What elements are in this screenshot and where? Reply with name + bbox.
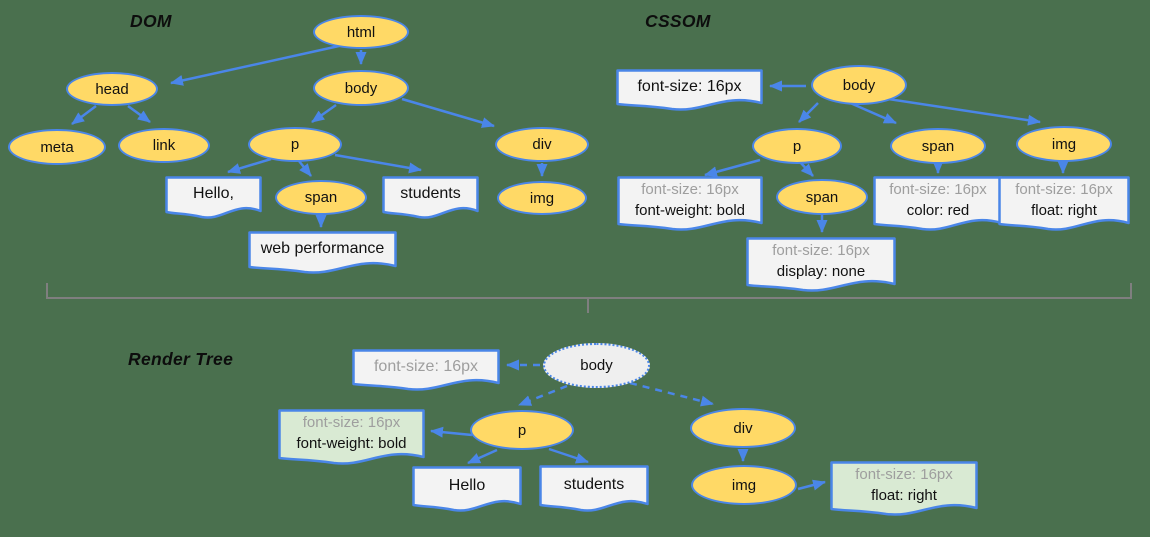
arrow-p-students xyxy=(334,153,422,174)
cssom-rule-img: font-size: 16px float: right xyxy=(998,176,1130,232)
render-text-hello-label: Hello xyxy=(448,476,486,494)
cssom-title: CSSOM xyxy=(645,11,711,31)
arrow-render-p-rule xyxy=(430,426,473,438)
render-node-div: div xyxy=(690,408,796,448)
arrow-render-body-p xyxy=(518,384,568,407)
render-text-students-label: students xyxy=(563,476,625,493)
cssom-node-img: img xyxy=(1016,126,1112,162)
dom-title: DOM xyxy=(130,11,172,31)
arrow-cssom-body-span xyxy=(847,100,897,125)
arrow-render-p-students xyxy=(548,447,589,464)
arrow-head-link xyxy=(127,104,151,124)
arrow-cssom-p-span xyxy=(799,161,814,177)
arrow-p-span xyxy=(298,160,312,177)
arrow-body-p xyxy=(311,103,337,124)
render-node-img: img xyxy=(691,465,797,505)
cssom-rule-span-child-line2: display: none xyxy=(776,262,866,280)
arrow-render-img-rule xyxy=(797,479,826,491)
dom-node-meta: meta xyxy=(8,129,106,165)
arrow-body-div xyxy=(401,97,495,128)
cssom-rule-body: font-size: 16px xyxy=(616,69,763,112)
render-text-hello: Hello xyxy=(412,466,522,513)
dom-node-head: head xyxy=(66,72,158,106)
cssom-rule-span-child-line1: font-size: 16px xyxy=(772,241,870,259)
dom-node-span: span xyxy=(275,180,367,215)
cssom-rule-img-line2: float: right xyxy=(1031,201,1097,219)
cssom-rule-span-line1: font-size: 16px xyxy=(889,180,987,198)
cssom-node-body: body xyxy=(811,65,907,105)
render-rule-body: font-size: 16px xyxy=(352,349,500,392)
dom-text-web-performance: web performance xyxy=(248,231,397,275)
render-rule-img-line2: float: right xyxy=(871,486,937,504)
cssom-node-span-child: span xyxy=(776,179,868,215)
render-rule-img: font-size: 16px float: right xyxy=(830,461,978,517)
arrow-render-body-div xyxy=(629,381,714,407)
cssom-rule-span: font-size: 16px color: red xyxy=(873,176,1003,232)
render-node-p: p xyxy=(470,410,574,450)
render-node-body: body xyxy=(543,343,650,388)
cssom-rule-img-line1: font-size: 16px xyxy=(1015,180,1113,198)
dom-text-hello-label: Hello, xyxy=(193,185,234,202)
cssom-rule-p-line1: font-size: 16px xyxy=(641,180,739,198)
render-text-students: students xyxy=(539,465,649,513)
cssom-rule-body-label: font-size: 16px xyxy=(637,77,742,95)
arrow-cssom-body-img xyxy=(887,97,1041,126)
render-tree-title: Render Tree xyxy=(128,349,234,369)
dom-node-html: html xyxy=(313,15,409,49)
arrow-render-p-hello xyxy=(467,448,498,465)
render-rule-body-label: font-size: 16px xyxy=(373,357,479,375)
cssom-node-span: span xyxy=(890,128,986,164)
render-rule-p-line2: font-weight: bold xyxy=(296,435,407,452)
dom-node-link: link xyxy=(118,128,210,163)
cssom-rule-p-line2: font-weight: bold xyxy=(634,201,746,219)
dom-text-web-performance-label: web performance xyxy=(260,240,385,257)
arrow-cssom-body-p xyxy=(798,102,819,123)
cssom-node-p: p xyxy=(752,128,842,164)
render-rule-p-line1: font-size: 16px xyxy=(302,414,401,431)
dom-node-img: img xyxy=(497,181,587,215)
cssom-rule-span-line2: color: red xyxy=(906,201,970,219)
dom-node-div: div xyxy=(495,127,589,162)
render-rule-p: font-size: 16px font-weight: bold xyxy=(278,409,425,466)
arrow-p-hello xyxy=(227,157,272,174)
dom-text-students: students xyxy=(382,176,479,220)
cssom-rule-span-child: font-size: 16px display: none xyxy=(746,237,896,293)
cssom-rule-p: font-size: 16px font-weight: bold xyxy=(617,176,763,232)
arrow-html-head xyxy=(170,44,340,86)
arrow-cssom-p-rule xyxy=(704,158,761,178)
combine-brace xyxy=(46,283,1132,313)
dom-text-students-label: students xyxy=(400,185,461,202)
dom-text-hello: Hello, xyxy=(165,176,262,220)
render-rule-img-line1: font-size: 16px xyxy=(855,465,953,483)
dom-node-body: body xyxy=(313,70,409,106)
arrow-head-meta xyxy=(71,105,97,125)
dom-node-p: p xyxy=(248,127,342,162)
